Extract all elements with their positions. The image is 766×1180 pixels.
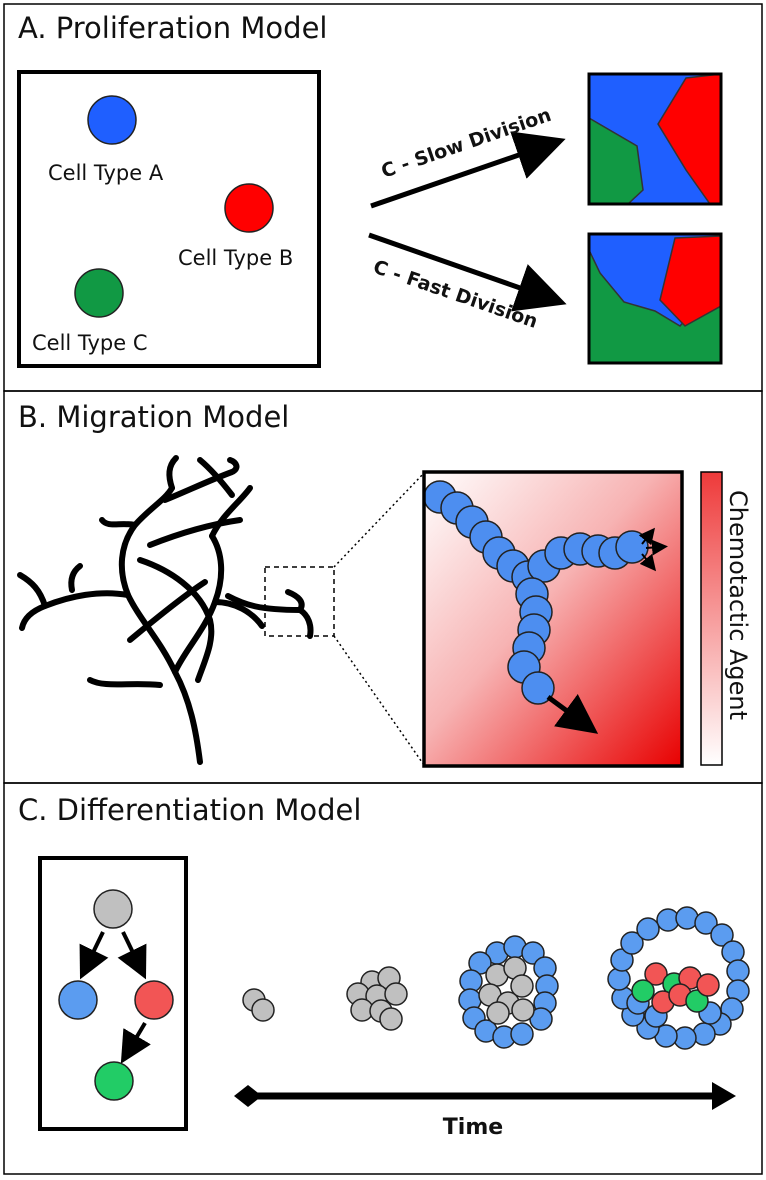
lineage-arrow-left [79,931,109,980]
tip-arrow-up [638,527,655,546]
panel-c: C. Differentiation Model [3,782,763,1175]
time-axis-arrowhead [712,1082,736,1110]
zoomed-view [422,470,684,768]
cell-type-b-circle [224,183,274,233]
panel-a: A. Proliferation Model Cell Type A Cell … [3,3,763,392]
cell-type-a-label: Cell Type A [48,161,164,185]
stage-3-cluster [458,935,559,1049]
time-axis-label: Time [443,1115,503,1140]
panel-c-border [3,782,763,1175]
panel-a-title: A. Proliferation Model [18,11,327,45]
cell-type-c-circle [74,268,124,318]
panel-b: B. Migration Model [3,390,763,784]
green-cell [94,1061,134,1101]
lineage-arrow-right [117,931,147,980]
stage-4-cluster [607,906,750,1050]
progenitor-cell [93,889,133,929]
slow-division-arrow [370,131,566,209]
colorbar-label: Chemotactic Agent [724,490,752,720]
zoomed-view-border [422,470,684,768]
tip-arrow-down [639,553,657,572]
slow-division-result [587,72,723,206]
lineage-box [38,856,188,1131]
chemotactic-colorbar [700,471,723,766]
initial-cells-box [17,70,321,368]
cell-type-b-label: Cell Type B [178,246,293,270]
zoom-line-top [333,472,425,568]
migrating-cells [424,480,649,705]
cell-type-a-circle [87,95,137,145]
migration-direction-arrow [546,694,599,734]
tip-arrow-right [645,539,668,556]
fast-division-arrow [368,232,567,312]
panel-b-title: B. Migration Model [18,400,289,434]
blue-daughter-cell [58,980,98,1020]
time-axis-start-marker [234,1085,262,1107]
stage-2-cluster [346,966,408,1031]
stage-1-cluster [242,988,275,1022]
zoom-region [264,566,335,637]
vascular-tree [17,455,314,765]
fast-division-result [587,232,723,365]
panel-c-title: C. Differentiation Model [18,793,361,827]
red-daughter-cell [134,980,174,1020]
lineage-arrow-down [120,1021,151,1064]
cell-type-c-label: Cell Type C [32,331,148,355]
zoom-line-bottom [333,635,425,766]
